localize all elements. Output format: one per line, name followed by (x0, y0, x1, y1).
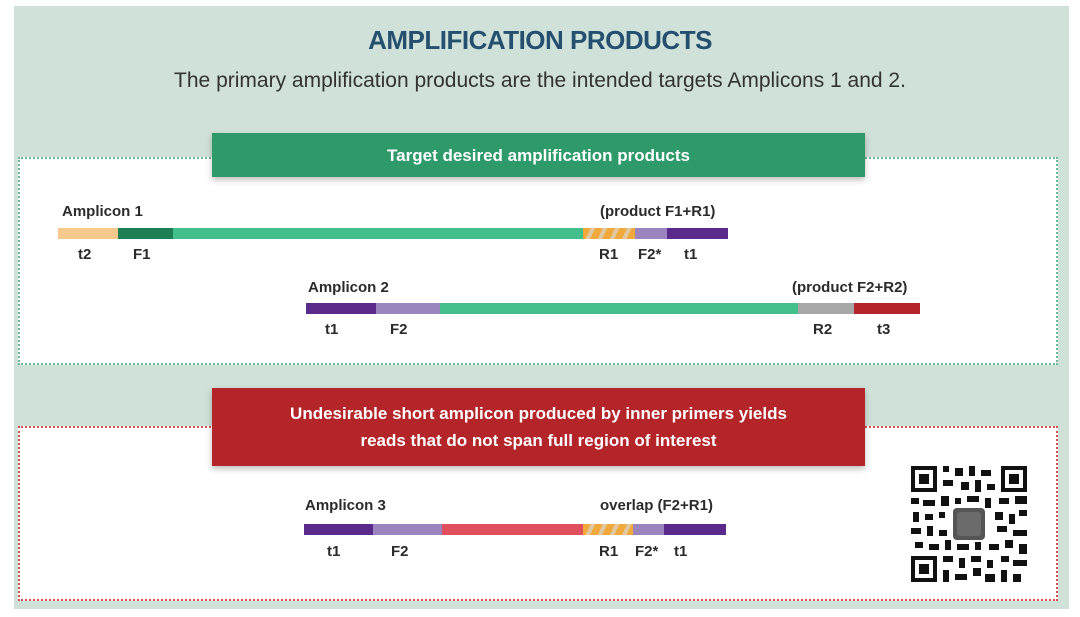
amplicon1-insert-segment (173, 228, 583, 239)
amplicon1-product: (product F1+R1) (600, 203, 716, 220)
amplicon2-t3-segment (854, 303, 920, 314)
amplicon2-name: Amplicon 2 (308, 279, 389, 296)
amplicon2-r2-label: R2 (813, 321, 833, 338)
undesirable-banner-line1: Undesirable short amplicon produced by i… (290, 404, 787, 423)
amplicon1-f2star-label: F2* (638, 246, 662, 263)
amplicon2-r2-segment (798, 303, 854, 314)
amplicon3-f2star-label: F2* (635, 543, 659, 560)
amplicon3-f2-segment (373, 524, 442, 535)
amplicon2-product: (product F2+R2) (792, 279, 908, 296)
target-products-box (18, 157, 1058, 365)
qr-code-icon[interactable] (909, 464, 1029, 584)
amplicon1-f1-label: F1 (133, 246, 151, 263)
amplicon1-r1-segment (583, 228, 635, 239)
amplicon1-name: Amplicon 1 (62, 203, 143, 220)
undesirable-banner-line2: reads that do not span full region of in… (360, 431, 717, 450)
amplicon2-insert-segment (440, 303, 798, 314)
amplicon3-insert-segment (442, 524, 583, 535)
amplicon3-t1b-segment (664, 524, 726, 535)
amplicon3-t1-segment (304, 524, 373, 535)
target-products-banner-text: Target desired amplification products (387, 145, 690, 165)
amplicon3-product: overlap (F2+R1) (600, 497, 713, 514)
amplicon2-t1-label: t1 (325, 321, 339, 338)
page-title: AMPLIFICATION PRODUCTS (368, 25, 712, 55)
amplicon3-f2-label: F2 (391, 543, 409, 560)
amplicon1-f2star-segment (635, 228, 667, 239)
amplicon3-t1b-label: t1 (674, 543, 688, 560)
amplicon1-r1-label: R1 (599, 246, 619, 263)
amplicon3-f2star-segment (633, 524, 664, 535)
amplicon2-f2-label: F2 (390, 321, 408, 338)
amplicon3-r1-segment (583, 524, 633, 535)
amplicon1-t2-segment (58, 228, 118, 239)
amplicon3-t1-label: t1 (327, 543, 341, 560)
amplicon1-f1-segment (118, 228, 173, 239)
amplicon2-t1-segment (306, 303, 376, 314)
amplicon1-t2-label: t2 (78, 246, 92, 263)
amplicon3-r1-label: R1 (599, 543, 619, 560)
amplicon1-t1-segment (667, 228, 728, 239)
target-products-banner: Target desired amplification products (212, 133, 865, 177)
amplicon2-f2-segment (376, 303, 440, 314)
undesirable-products-banner: Undesirable short amplicon produced by i… (212, 388, 865, 466)
page-subtitle: The primary amplification products are t… (174, 69, 906, 92)
amplicon2-t3-label: t3 (877, 321, 891, 338)
amplicon3-name: Amplicon 3 (305, 497, 386, 514)
amplicon1-t1-label: t1 (684, 246, 698, 263)
